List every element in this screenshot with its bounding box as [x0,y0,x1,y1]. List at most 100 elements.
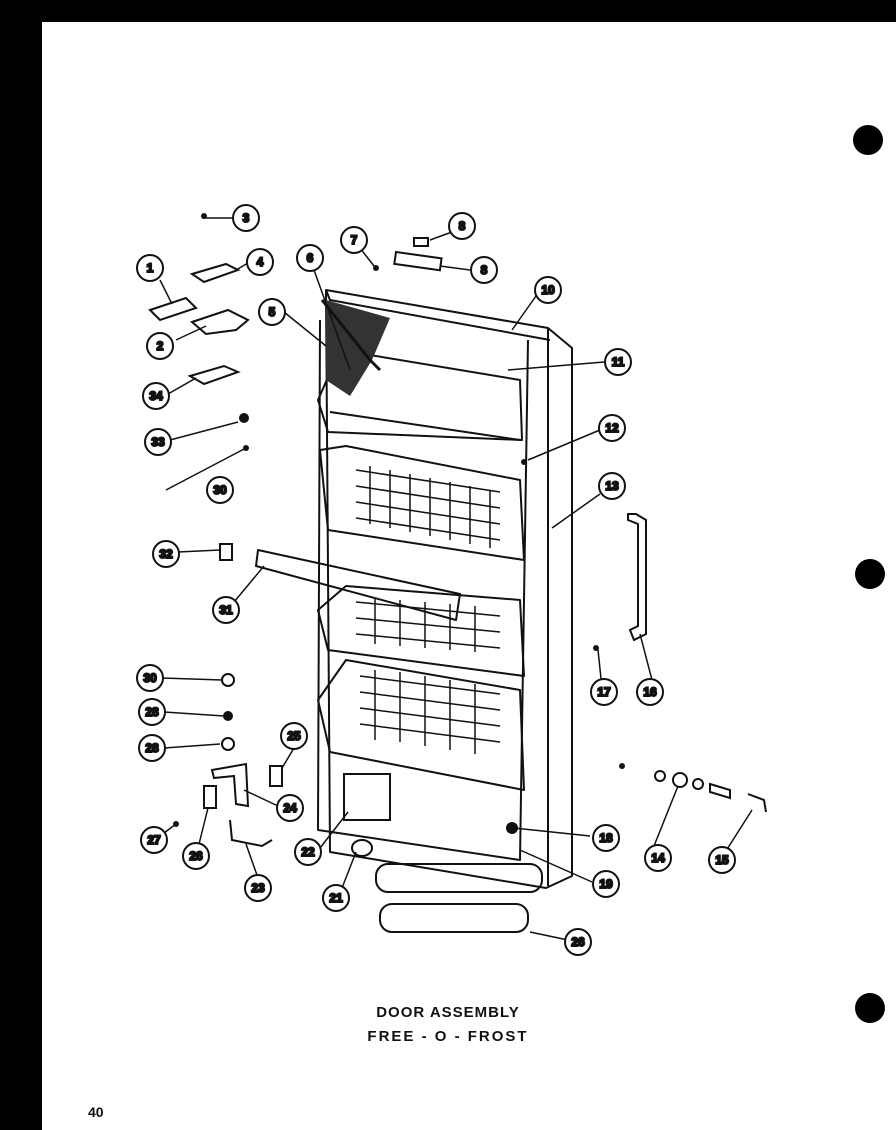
shelf-grid-4 [359,670,501,754]
svg-text:10: 10 [541,283,555,297]
bumper [351,839,373,857]
diagram-subtitle: FREE - O - FROST [367,1028,529,1045]
hinge-cover [148,296,198,322]
binder-hole-middle [855,559,885,589]
svg-text:27: 27 [147,833,161,847]
callout-30-upper: 30 [206,476,234,504]
callout-10: 10 [534,276,562,304]
callout-27: 27 [140,826,168,854]
callout-8-lower: 8 [470,256,498,284]
lock-washer-2 [672,772,688,788]
lower-hinge-bracket [210,762,250,808]
svg-text:34: 34 [149,389,163,403]
svg-text:21: 21 [329,891,343,905]
shelf-4 [317,659,525,791]
svg-text:25: 25 [287,729,301,743]
svg-text:28: 28 [145,705,159,719]
svg-text:8: 8 [481,263,488,277]
svg-text:30: 30 [143,671,157,685]
callout-30-lower: 30 [136,664,164,692]
callout-3: 3 [232,204,260,232]
shelf-grid-3 [355,598,501,652]
control-box [343,773,391,821]
svg-text:19: 19 [599,877,613,891]
svg-text:22: 22 [301,845,315,859]
callout-6: 6 [296,244,324,272]
lock-cylinder [709,782,731,800]
shelf-2 [319,445,525,561]
washer-lower [221,673,235,687]
callout-21: 21 [322,884,350,912]
svg-text:14: 14 [651,851,665,865]
gasket-upper [375,863,543,893]
svg-text:16: 16 [643,685,657,699]
svg-text:28: 28 [145,741,159,755]
svg-text:4: 4 [257,255,264,269]
callout-28-lower: 28 [138,734,166,762]
binder-hole-bottom [855,993,885,1023]
callout-19: 19 [592,870,620,898]
callout-26-gasket: 26 [564,928,592,956]
callout-23: 23 [244,874,272,902]
svg-text:23: 23 [251,881,265,895]
lock-key [747,793,767,813]
callout-24: 24 [276,794,304,822]
gasket-lower [379,903,529,933]
svg-text:26: 26 [189,849,203,863]
callout-28-upper: 28 [138,698,166,726]
binder-hole-top [853,125,883,155]
svg-text:8: 8 [459,219,466,233]
callout-2: 2 [146,332,174,360]
callout-22: 22 [294,838,322,866]
callout-12: 12 [598,414,626,442]
door-inner-liner [317,319,529,861]
svg-text:26: 26 [571,935,585,949]
door-outer-panel [325,289,573,889]
lock-washer-1 [654,770,666,782]
svg-text:30: 30 [213,483,227,497]
svg-text:15: 15 [715,853,729,867]
hinge-shim-lower [187,364,241,386]
callout-17: 17 [590,678,618,706]
screw-7 [373,265,379,271]
door-handle [627,513,647,642]
screw-12 [521,459,527,465]
callout-5: 5 [258,298,286,326]
callout-33: 33 [144,428,172,456]
callout-25: 25 [280,722,308,750]
svg-text:18: 18 [599,831,613,845]
shelf-grid-2 [355,466,501,548]
hinge-plate [203,785,217,809]
callout-16: 16 [636,678,664,706]
callout-32: 32 [152,540,180,568]
top-trim [393,250,443,272]
callout-15: 15 [708,846,736,874]
lock-clip [619,763,625,769]
svg-text:13: 13 [605,479,619,493]
svg-text:12: 12 [605,421,619,435]
screw-17 [593,645,599,651]
washer-bottom [221,737,235,751]
hinge-pin-29 [223,711,233,721]
stop-block [219,543,233,561]
hinge-screw-33 [239,413,249,423]
svg-text:33: 33 [151,435,165,449]
paper-sheet [42,22,896,1130]
callout-7: 7 [340,226,368,254]
callout-26-plate: 26 [182,842,210,870]
callout-31: 31 [212,596,240,624]
svg-text:17: 17 [597,685,611,699]
hinge-shim [189,262,241,284]
upper-hinge [190,308,250,336]
hinge-spacer [269,765,283,787]
callout-8-upper: 8 [448,212,476,240]
svg-text:2: 2 [157,339,164,353]
callout-4: 4 [246,248,274,276]
page-number: 40 [88,1104,104,1120]
callout-34: 34 [142,382,170,410]
trim-clip [413,237,429,247]
svg-text:31: 31 [219,603,233,617]
door-top-edge [325,289,551,341]
diagram-title: DOOR ASSEMBLY [376,1004,520,1021]
